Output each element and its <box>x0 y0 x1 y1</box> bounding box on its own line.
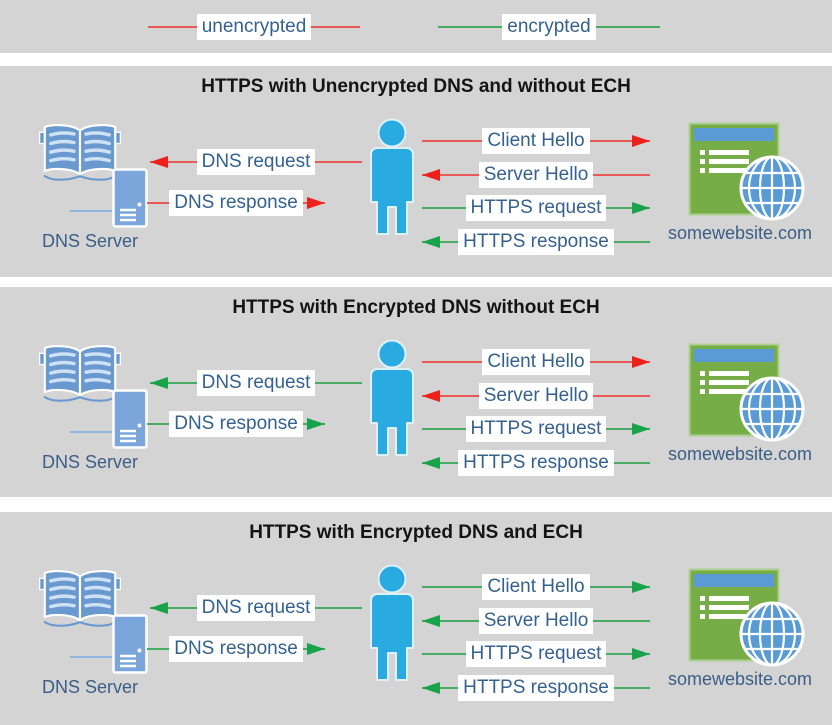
arrow-dns-response: DNS response <box>147 636 325 662</box>
website-icon <box>688 568 805 667</box>
arrow-label: DNS response <box>169 636 303 662</box>
arrowhead-icon <box>422 390 440 402</box>
book-server-connector <box>70 656 112 658</box>
arrow-server-hello: Server Hello <box>422 383 650 409</box>
arrow-label: HTTPS request <box>465 416 607 442</box>
website-caption: somewebsite.com <box>667 669 813 689</box>
arrow-label: DNS response <box>169 190 303 216</box>
arrowhead-icon <box>422 615 440 627</box>
website-icon <box>688 122 805 221</box>
book-server-connector <box>70 431 112 433</box>
legend-item-encrypted: encrypted <box>438 14 660 40</box>
person-icon <box>370 339 414 456</box>
arrow-https-request: HTTPS request <box>422 641 650 667</box>
arrow-label: Server Hello <box>478 162 594 188</box>
book-server-connector <box>70 210 112 212</box>
arrow-https-request: HTTPS request <box>422 195 650 221</box>
dns-server-tower-icon <box>112 389 148 449</box>
arrow-server-hello: Server Hello <box>422 162 650 188</box>
dns-server-tower-icon <box>112 168 148 228</box>
arrow-dns-request: DNS request <box>150 370 362 396</box>
arrow-https-request: HTTPS request <box>422 416 650 442</box>
arrow-client-hello: Client Hello <box>422 128 650 154</box>
arrow-label: DNS request <box>196 149 316 175</box>
panel-title: HTTPS with Encrypted DNS and ECH <box>249 522 583 543</box>
arrow-https-response: HTTPS response <box>422 229 650 255</box>
legend-label-unencrypted: unencrypted <box>196 14 312 40</box>
arrow-https-response: HTTPS response <box>422 450 650 476</box>
arrow-label: Client Hello <box>482 574 590 600</box>
panel-title: HTTPS with Encrypted DNS without ECH <box>232 297 600 318</box>
person-icon <box>370 564 414 681</box>
website-caption: somewebsite.com <box>667 223 813 243</box>
dns-server-tower-icon <box>112 614 148 674</box>
arrowhead-icon <box>150 156 168 168</box>
arrow-label: Server Hello <box>478 608 594 634</box>
arrow-server-hello: Server Hello <box>422 608 650 634</box>
arrow-dns-request: DNS request <box>150 149 362 175</box>
arrowhead-icon <box>307 643 325 655</box>
globe-icon <box>739 376 805 442</box>
arrowhead-icon <box>632 135 650 147</box>
arrowhead-icon <box>632 356 650 368</box>
arrowhead-icon <box>150 602 168 614</box>
dns-server-caption: DNS Server <box>41 677 139 697</box>
arrowhead-icon <box>422 457 440 469</box>
globe-icon <box>739 155 805 221</box>
arrowhead-icon <box>422 682 440 694</box>
arrow-label: Client Hello <box>482 349 590 375</box>
arrowhead-icon <box>422 169 440 181</box>
arrowhead-icon <box>307 418 325 430</box>
arrow-label: Client Hello <box>482 128 590 154</box>
scenario-panel-encrypted-dns: HTTPS with Encrypted DNS without ECH DNS… <box>0 287 832 497</box>
arrow-label: DNS request <box>196 370 316 396</box>
arrow-label: HTTPS response <box>458 229 614 255</box>
arrowhead-icon <box>632 648 650 660</box>
arrow-label: HTTPS request <box>465 641 607 667</box>
arrow-label: Server Hello <box>478 383 594 409</box>
arrow-label: HTTPS response <box>458 450 614 476</box>
arrow-label: DNS request <box>196 595 316 621</box>
arrowhead-icon <box>632 581 650 593</box>
arrowhead-icon <box>632 202 650 214</box>
panel-title: HTTPS with Unencrypted DNS and without E… <box>201 76 631 97</box>
website-icon <box>688 343 805 442</box>
dns-server-caption: DNS Server <box>41 452 139 472</box>
arrow-https-response: HTTPS response <box>422 675 650 701</box>
legend-item-unencrypted: unencrypted <box>148 14 360 40</box>
legend-band: unencrypted encrypted <box>0 0 832 53</box>
arrow-label: HTTPS response <box>458 675 614 701</box>
globe-icon <box>739 601 805 667</box>
dns-server-caption: DNS Server <box>41 231 139 251</box>
arrowhead-icon <box>150 377 168 389</box>
arrowhead-icon <box>307 197 325 209</box>
dns-book-icon <box>38 124 122 181</box>
scenario-panel-encrypted-dns-ech: HTTPS with Encrypted DNS and ECH DNS Ser… <box>0 512 832 725</box>
dns-book-icon <box>38 345 122 402</box>
arrow-dns-response: DNS response <box>147 411 325 437</box>
arrowhead-icon <box>422 236 440 248</box>
scenario-panel-unencrypted-dns: HTTPS with Unencrypted DNS and without E… <box>0 66 832 277</box>
arrow-dns-request: DNS request <box>150 595 362 621</box>
arrow-dns-response: DNS response <box>147 190 325 216</box>
person-icon <box>370 118 414 235</box>
arrowhead-icon <box>632 423 650 435</box>
arrow-label: HTTPS request <box>465 195 607 221</box>
website-caption: somewebsite.com <box>667 444 813 464</box>
arrow-client-hello: Client Hello <box>422 349 650 375</box>
dns-book-icon <box>38 570 122 627</box>
arrow-client-hello: Client Hello <box>422 574 650 600</box>
legend-label-encrypted: encrypted <box>502 14 596 40</box>
arrow-label: DNS response <box>169 411 303 437</box>
